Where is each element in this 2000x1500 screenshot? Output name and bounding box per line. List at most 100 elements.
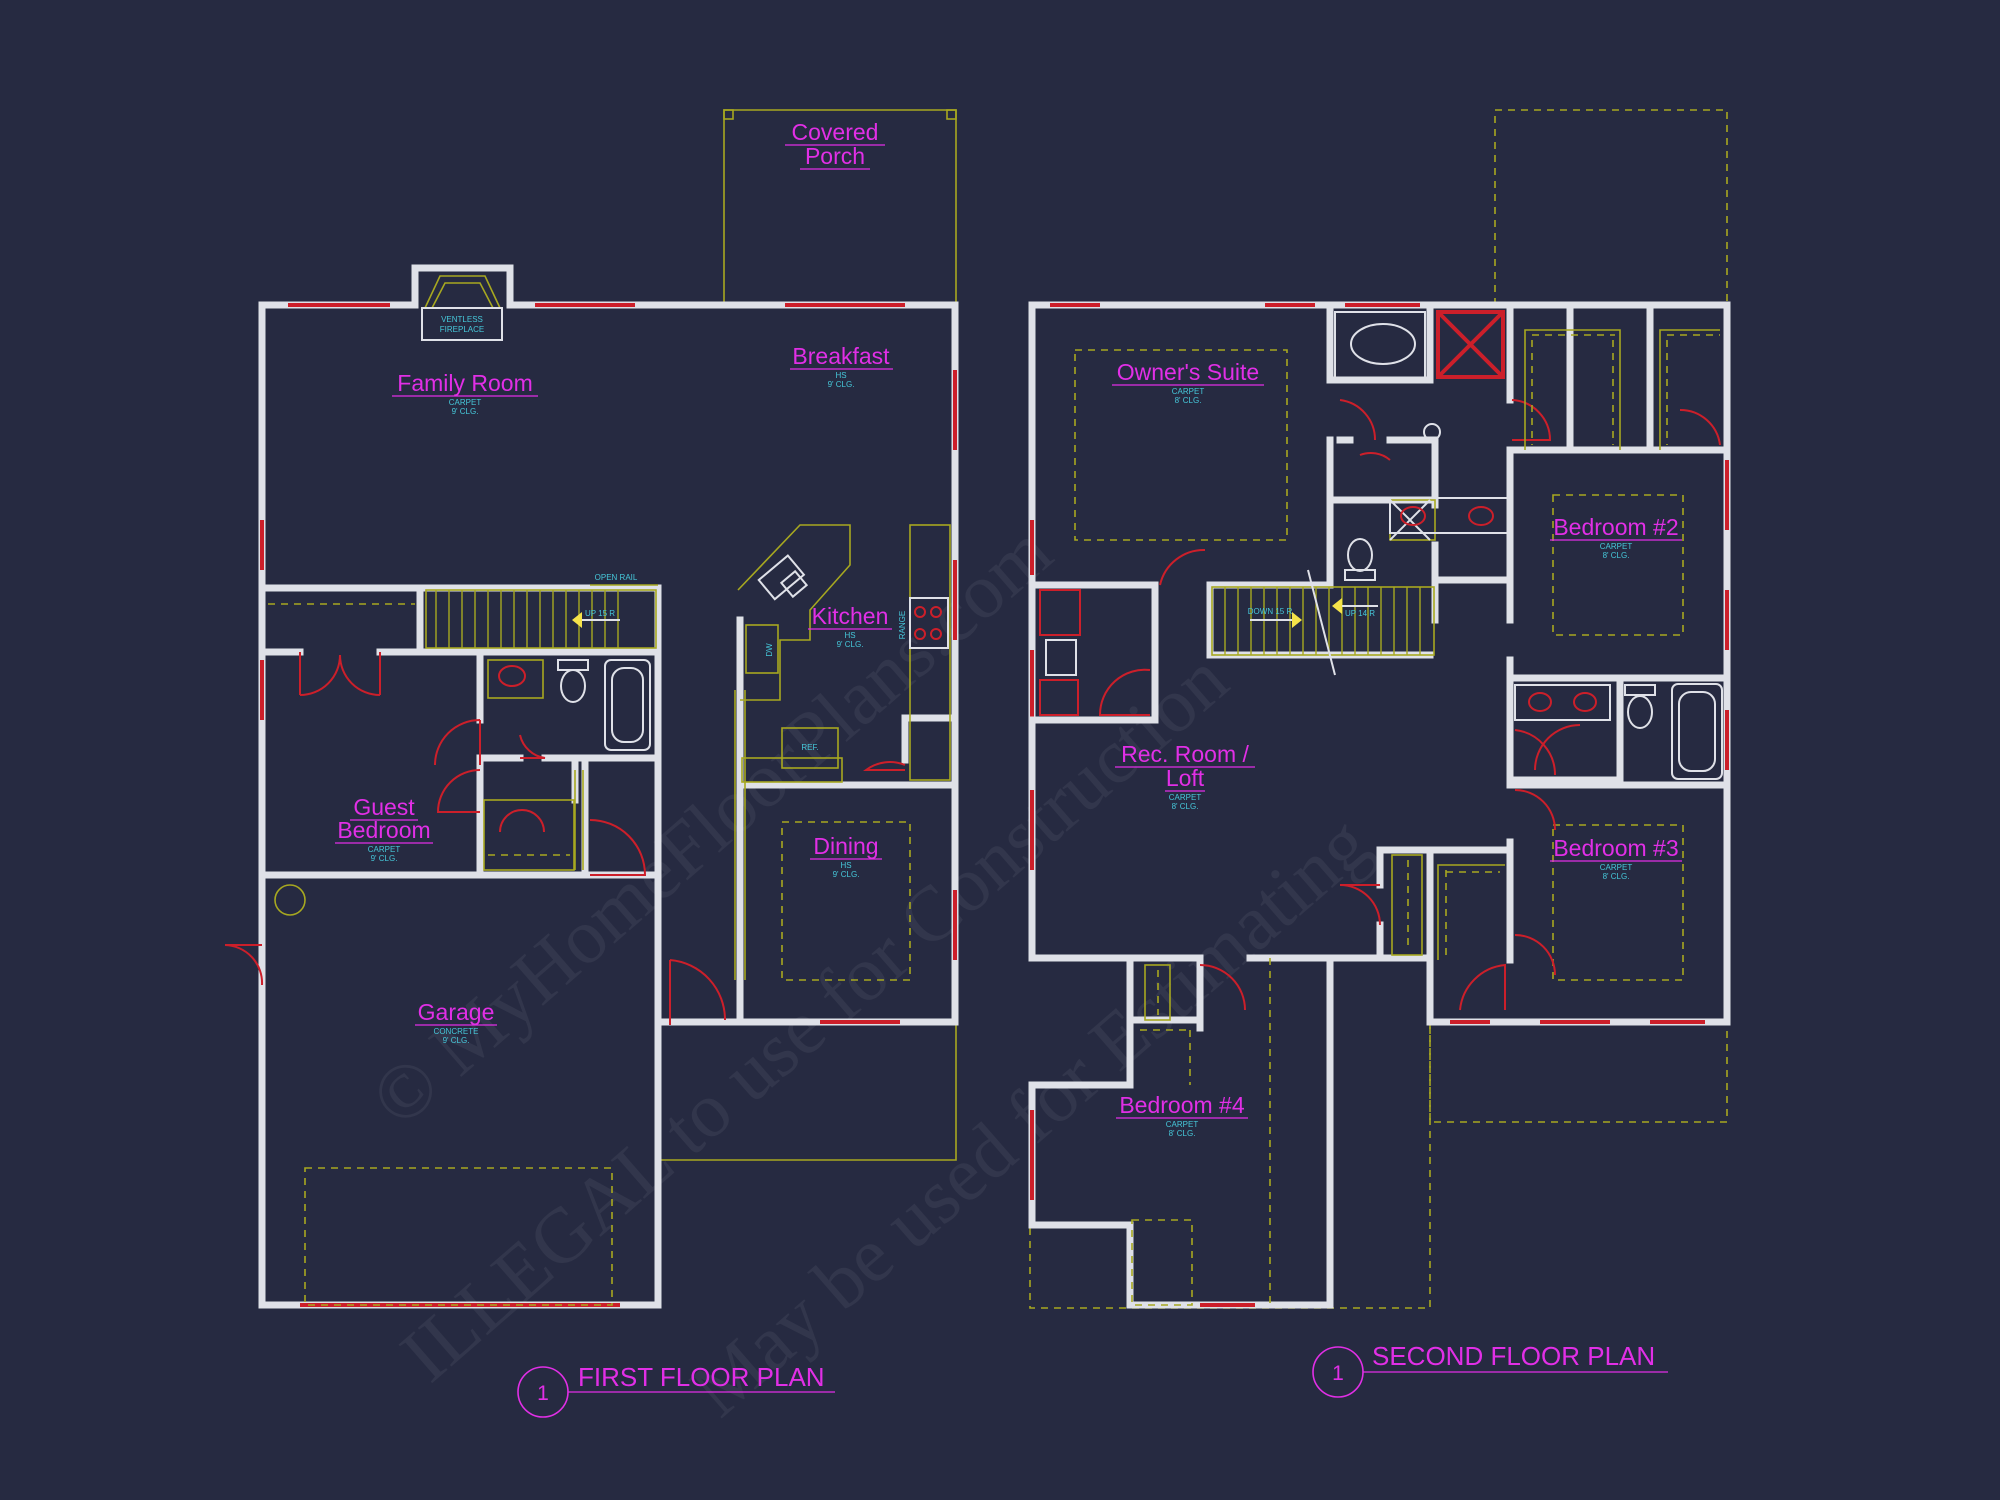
guest-bath-fixtures — [487, 659, 651, 751]
room-label-bedroom-2: Bedroom #2 CARPET 8' CLG. — [1550, 514, 1682, 560]
room-label-breakfast: Breakfast HS 9' CLG. — [790, 343, 893, 389]
stair-up-arrow-icon-2 — [1332, 598, 1342, 614]
toilet-icon — [560, 669, 586, 703]
owners-bath-fixtures — [1334, 310, 1552, 581]
svg-text:HS: HS — [835, 371, 846, 380]
covered-porch-outline — [723, 109, 957, 305]
watermark: © MyHomeFloorPlans.com ILLEGAL to use fo… — [354, 507, 1385, 1433]
svg-text:Garage: Garage — [418, 999, 495, 1025]
second-floor-stair: DOWN 15 R UP 14 R — [1211, 569, 1435, 676]
stair-down-arrow-icon — [1292, 612, 1302, 628]
stair-up-label-2: UP 14 R — [1345, 609, 1375, 618]
hall-toilet-icon — [1627, 695, 1653, 729]
guest-bedroom-doors — [434, 719, 647, 879]
first-floor-plan: VENTLESS FIREPLACE — [224, 109, 959, 1418]
soaking-tub-icon — [1350, 323, 1416, 365]
kitchen-sink-icon — [757, 554, 806, 601]
svg-text:CARPET: CARPET — [368, 845, 401, 854]
svg-text:9' CLG.: 9' CLG. — [452, 407, 479, 416]
svg-text:Rec. Room /: Rec. Room / — [1121, 741, 1249, 767]
room-label-bedroom-3: Bedroom #3 CARPET 8' CLG. — [1550, 835, 1682, 881]
second-floor-plan: DOWN 15 R UP 14 R — [1028, 109, 1731, 1398]
hall-bath-fixtures — [1514, 683, 1723, 831]
owners-toilet-icon — [1347, 538, 1373, 572]
first-floor-interior-walls — [258, 584, 959, 1026]
garage-side-door — [224, 944, 264, 986]
svg-text:CARPET: CARPET — [449, 398, 482, 407]
exhaust-fan-icon — [1423, 423, 1441, 441]
owners-suite-area-outline — [1074, 349, 1288, 541]
svg-text:Family Room: Family Room — [397, 370, 532, 396]
second-floor-windows — [1030, 303, 1729, 1307]
svg-text:8' CLG.: 8' CLG. — [1175, 396, 1202, 405]
svg-text:8' CLG.: 8' CLG. — [1603, 551, 1630, 560]
kitchen-cabinets: DW RANGE REF. — [734, 524, 951, 980]
room-label-family-room: Family Room CARPET 9' CLG. — [392, 370, 538, 416]
svg-text:9' CLG.: 9' CLG. — [371, 854, 398, 863]
range-label: RANGE — [898, 611, 907, 639]
svg-text:CARPET: CARPET — [1166, 1120, 1199, 1129]
svg-text:Bedroom: Bedroom — [337, 817, 430, 843]
first-floor-stair: UP 15 R OPEN RAIL — [425, 573, 658, 649]
svg-text:Breakfast: Breakfast — [792, 343, 890, 369]
room-label-kitchen: Kitchen HS 9' CLG. — [808, 603, 892, 649]
svg-text:Covered: Covered — [792, 119, 879, 145]
stair-up-arrow-icon — [572, 612, 582, 628]
hall-bathtub-icon — [1671, 683, 1723, 780]
bath-sink-icon — [498, 665, 526, 687]
stair-down-label: DOWN 15 R — [1248, 607, 1293, 616]
range-icon — [909, 597, 949, 649]
svg-text:9' CLG.: 9' CLG. — [833, 870, 860, 879]
stair-up-label: UP 15 R — [585, 609, 615, 618]
svg-text:CONCRETE: CONCRETE — [434, 1027, 479, 1036]
svg-text:9' CLG.: 9' CLG. — [828, 380, 855, 389]
svg-text:9' CLG.: 9' CLG. — [443, 1036, 470, 1045]
svg-text:Dining: Dining — [813, 833, 878, 859]
fireplace-label-2: FIREPLACE — [440, 325, 484, 334]
first-floor-title-text: FIRST FLOOR PLAN — [578, 1362, 825, 1392]
room-label-bedroom-4: Bedroom #4 CARPET 8' CLG. — [1116, 1092, 1248, 1138]
room-label-rec-room: Rec. Room / Loft CARPET 8' CLG. — [1115, 741, 1255, 811]
bedroom-3-area-outline — [1552, 824, 1684, 981]
water-heater-icon — [274, 884, 306, 916]
bedroom-4-details — [1126, 954, 1271, 1309]
room-label-owners-suite: Owner's Suite CARPET 8' CLG. — [1112, 359, 1264, 405]
svg-text:Kitchen: Kitchen — [812, 603, 889, 629]
svg-text:CARPET: CARPET — [1600, 863, 1633, 872]
room-label-dining: Dining HS 9' CLG. — [810, 833, 882, 879]
open-rail-label: OPEN RAIL — [595, 573, 638, 582]
room-label-covered-porch: Covered Porch — [785, 119, 885, 170]
svg-text:Bedroom #2: Bedroom #2 — [1553, 514, 1678, 540]
svg-text:CARPET: CARPET — [1172, 387, 1205, 396]
vanity-sink-right-icon — [1468, 506, 1494, 526]
svg-text:Guest: Guest — [353, 794, 415, 820]
svg-text:HS: HS — [844, 631, 855, 640]
second-floor-number: 1 — [1332, 1362, 1344, 1385]
bathtub-icon — [604, 659, 651, 751]
svg-text:8' CLG.: 8' CLG. — [1169, 1129, 1196, 1138]
second-floor-title: 1 SECOND FLOOR PLAN — [1312, 1341, 1668, 1398]
washer-icon — [1045, 639, 1077, 676]
coat-closet — [268, 603, 415, 696]
hall-sink-left-icon — [1528, 692, 1552, 712]
svg-text:CARPET: CARPET — [1169, 793, 1202, 802]
svg-text:9' CLG.: 9' CLG. — [837, 640, 864, 649]
svg-text:Bedroom #3: Bedroom #3 — [1553, 835, 1678, 861]
garage-door-outline — [304, 1167, 613, 1306]
bedroom-2-area-outline — [1552, 494, 1684, 636]
laundry-area — [1039, 548, 1206, 716]
second-floor-title-text: SECOND FLOOR PLAN — [1372, 1341, 1655, 1371]
room-label-garage: Garage CONCRETE 9' CLG. — [415, 999, 497, 1045]
vanity-sink-left-icon — [1400, 506, 1426, 526]
dishwasher-label: DW — [765, 643, 774, 657]
svg-text:8' CLG.: 8' CLG. — [1172, 802, 1199, 811]
first-floor-number: 1 — [537, 1382, 549, 1405]
svg-text:HS: HS — [840, 861, 851, 870]
room-label-guest-bedroom: Guest Bedroom CARPET 9' CLG. — [335, 794, 433, 863]
svg-text:CARPET: CARPET — [1600, 542, 1633, 551]
svg-text:8' CLG.: 8' CLG. — [1603, 872, 1630, 881]
front-door — [669, 959, 727, 1025]
fireplace-label-1: VENTLESS — [441, 315, 483, 324]
fireplace: VENTLESS FIREPLACE — [421, 275, 503, 341]
